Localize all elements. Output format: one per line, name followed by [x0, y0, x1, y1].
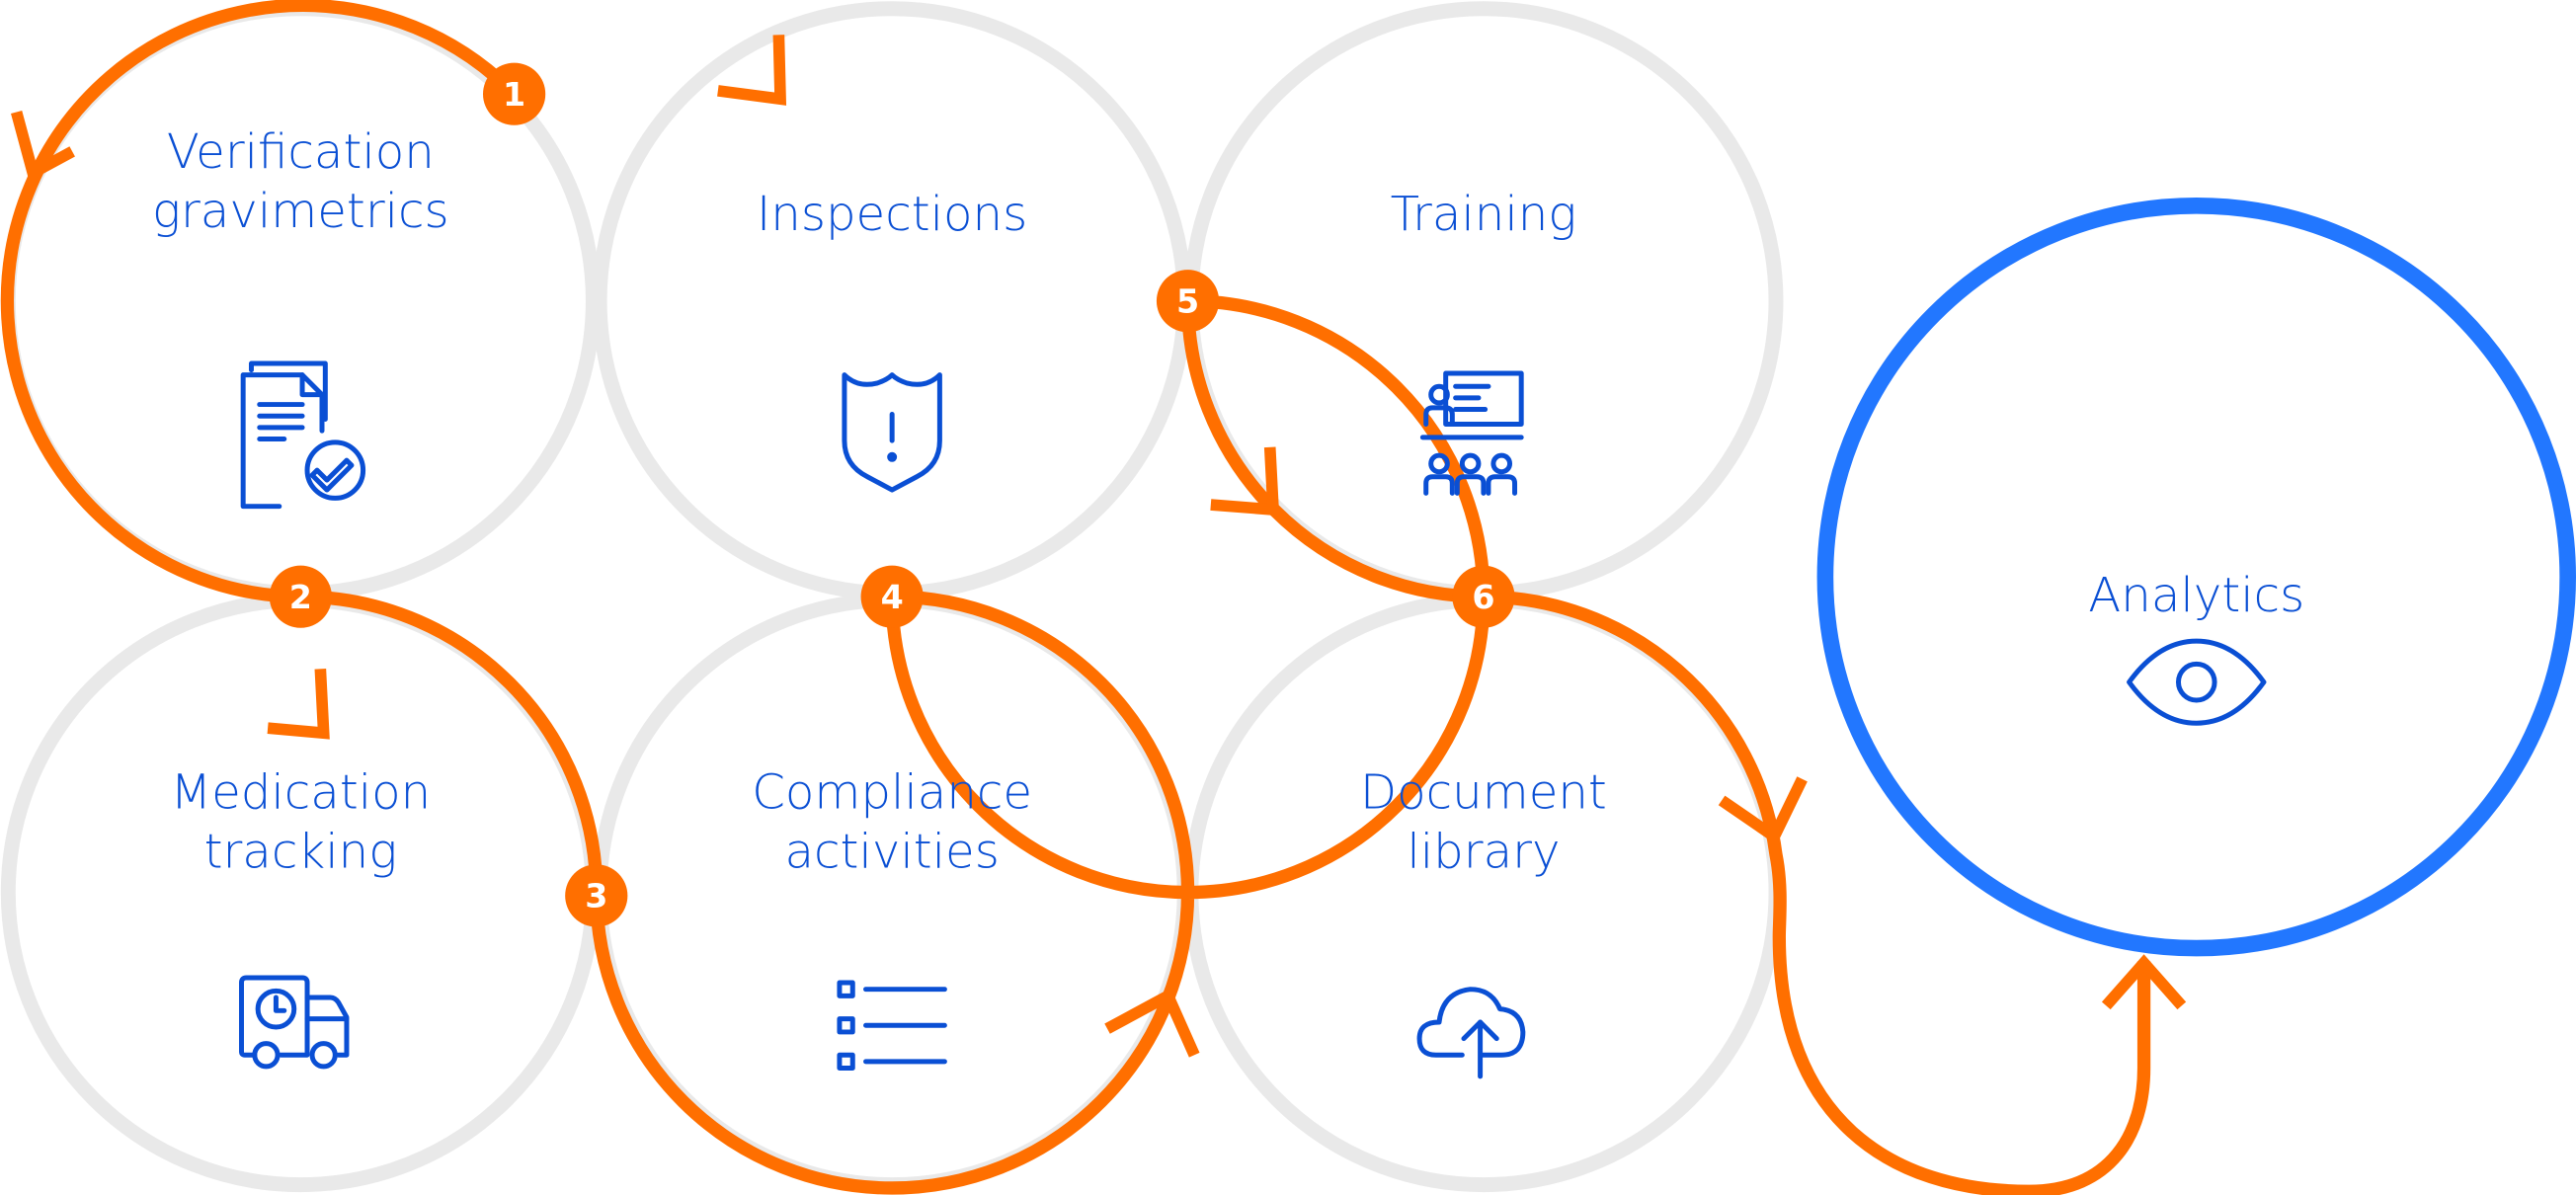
label-document-line1: Document — [1360, 765, 1607, 821]
label-compliance-line1: Compliance — [752, 765, 1032, 821]
cloud-upload-icon — [1416, 987, 1526, 1079]
arrowhead-icon — [11, 110, 75, 182]
svg-text:1: 1 — [503, 75, 525, 114]
svg-text:6: 6 — [1472, 578, 1494, 616]
eye-icon — [2127, 638, 2267, 726]
checklist-icon — [837, 980, 947, 1072]
label-inspections: Inspections — [757, 187, 1027, 242]
arrowhead-icon — [1104, 988, 1200, 1058]
delivery-truck-clock-icon — [239, 975, 350, 1070]
label-compliance-line2: activities — [784, 825, 999, 880]
arrowhead-icon — [267, 669, 330, 740]
step-badge-5: 5 — [1156, 270, 1220, 333]
step-badge-4: 4 — [860, 565, 924, 628]
label-analytics: Analytics — [2088, 568, 2304, 623]
label-document-line2: library — [1407, 825, 1560, 880]
step-badge-3: 3 — [565, 864, 628, 927]
svg-text:3: 3 — [585, 877, 607, 916]
step-badge-1: 1 — [483, 62, 546, 125]
circle-inspections — [592, 1, 1192, 601]
svg-text:4: 4 — [881, 578, 904, 616]
svg-text:2: 2 — [289, 578, 312, 616]
label-training: Training — [1391, 187, 1577, 242]
arrowhead-icon — [717, 35, 787, 106]
step-badge-6: 6 — [1452, 565, 1515, 628]
arrowhead-icon — [1210, 446, 1280, 517]
label-medication-line1: Medication — [171, 765, 432, 821]
arrowhead-icon — [1718, 776, 1808, 845]
step-badge-2: 2 — [269, 565, 332, 628]
shield-alert-icon — [842, 372, 942, 493]
label-medication-line2: tracking — [204, 825, 398, 880]
document-check-icon — [240, 360, 366, 510]
label-verification-line2: gravimetrics — [152, 184, 449, 239]
svg-text:5: 5 — [1176, 281, 1199, 320]
label-verification-line1: Verification — [167, 124, 435, 180]
classroom-icon — [1419, 370, 1524, 496]
circle-analytics — [1816, 197, 2576, 957]
arrowhead-icon — [2101, 954, 2187, 1010]
